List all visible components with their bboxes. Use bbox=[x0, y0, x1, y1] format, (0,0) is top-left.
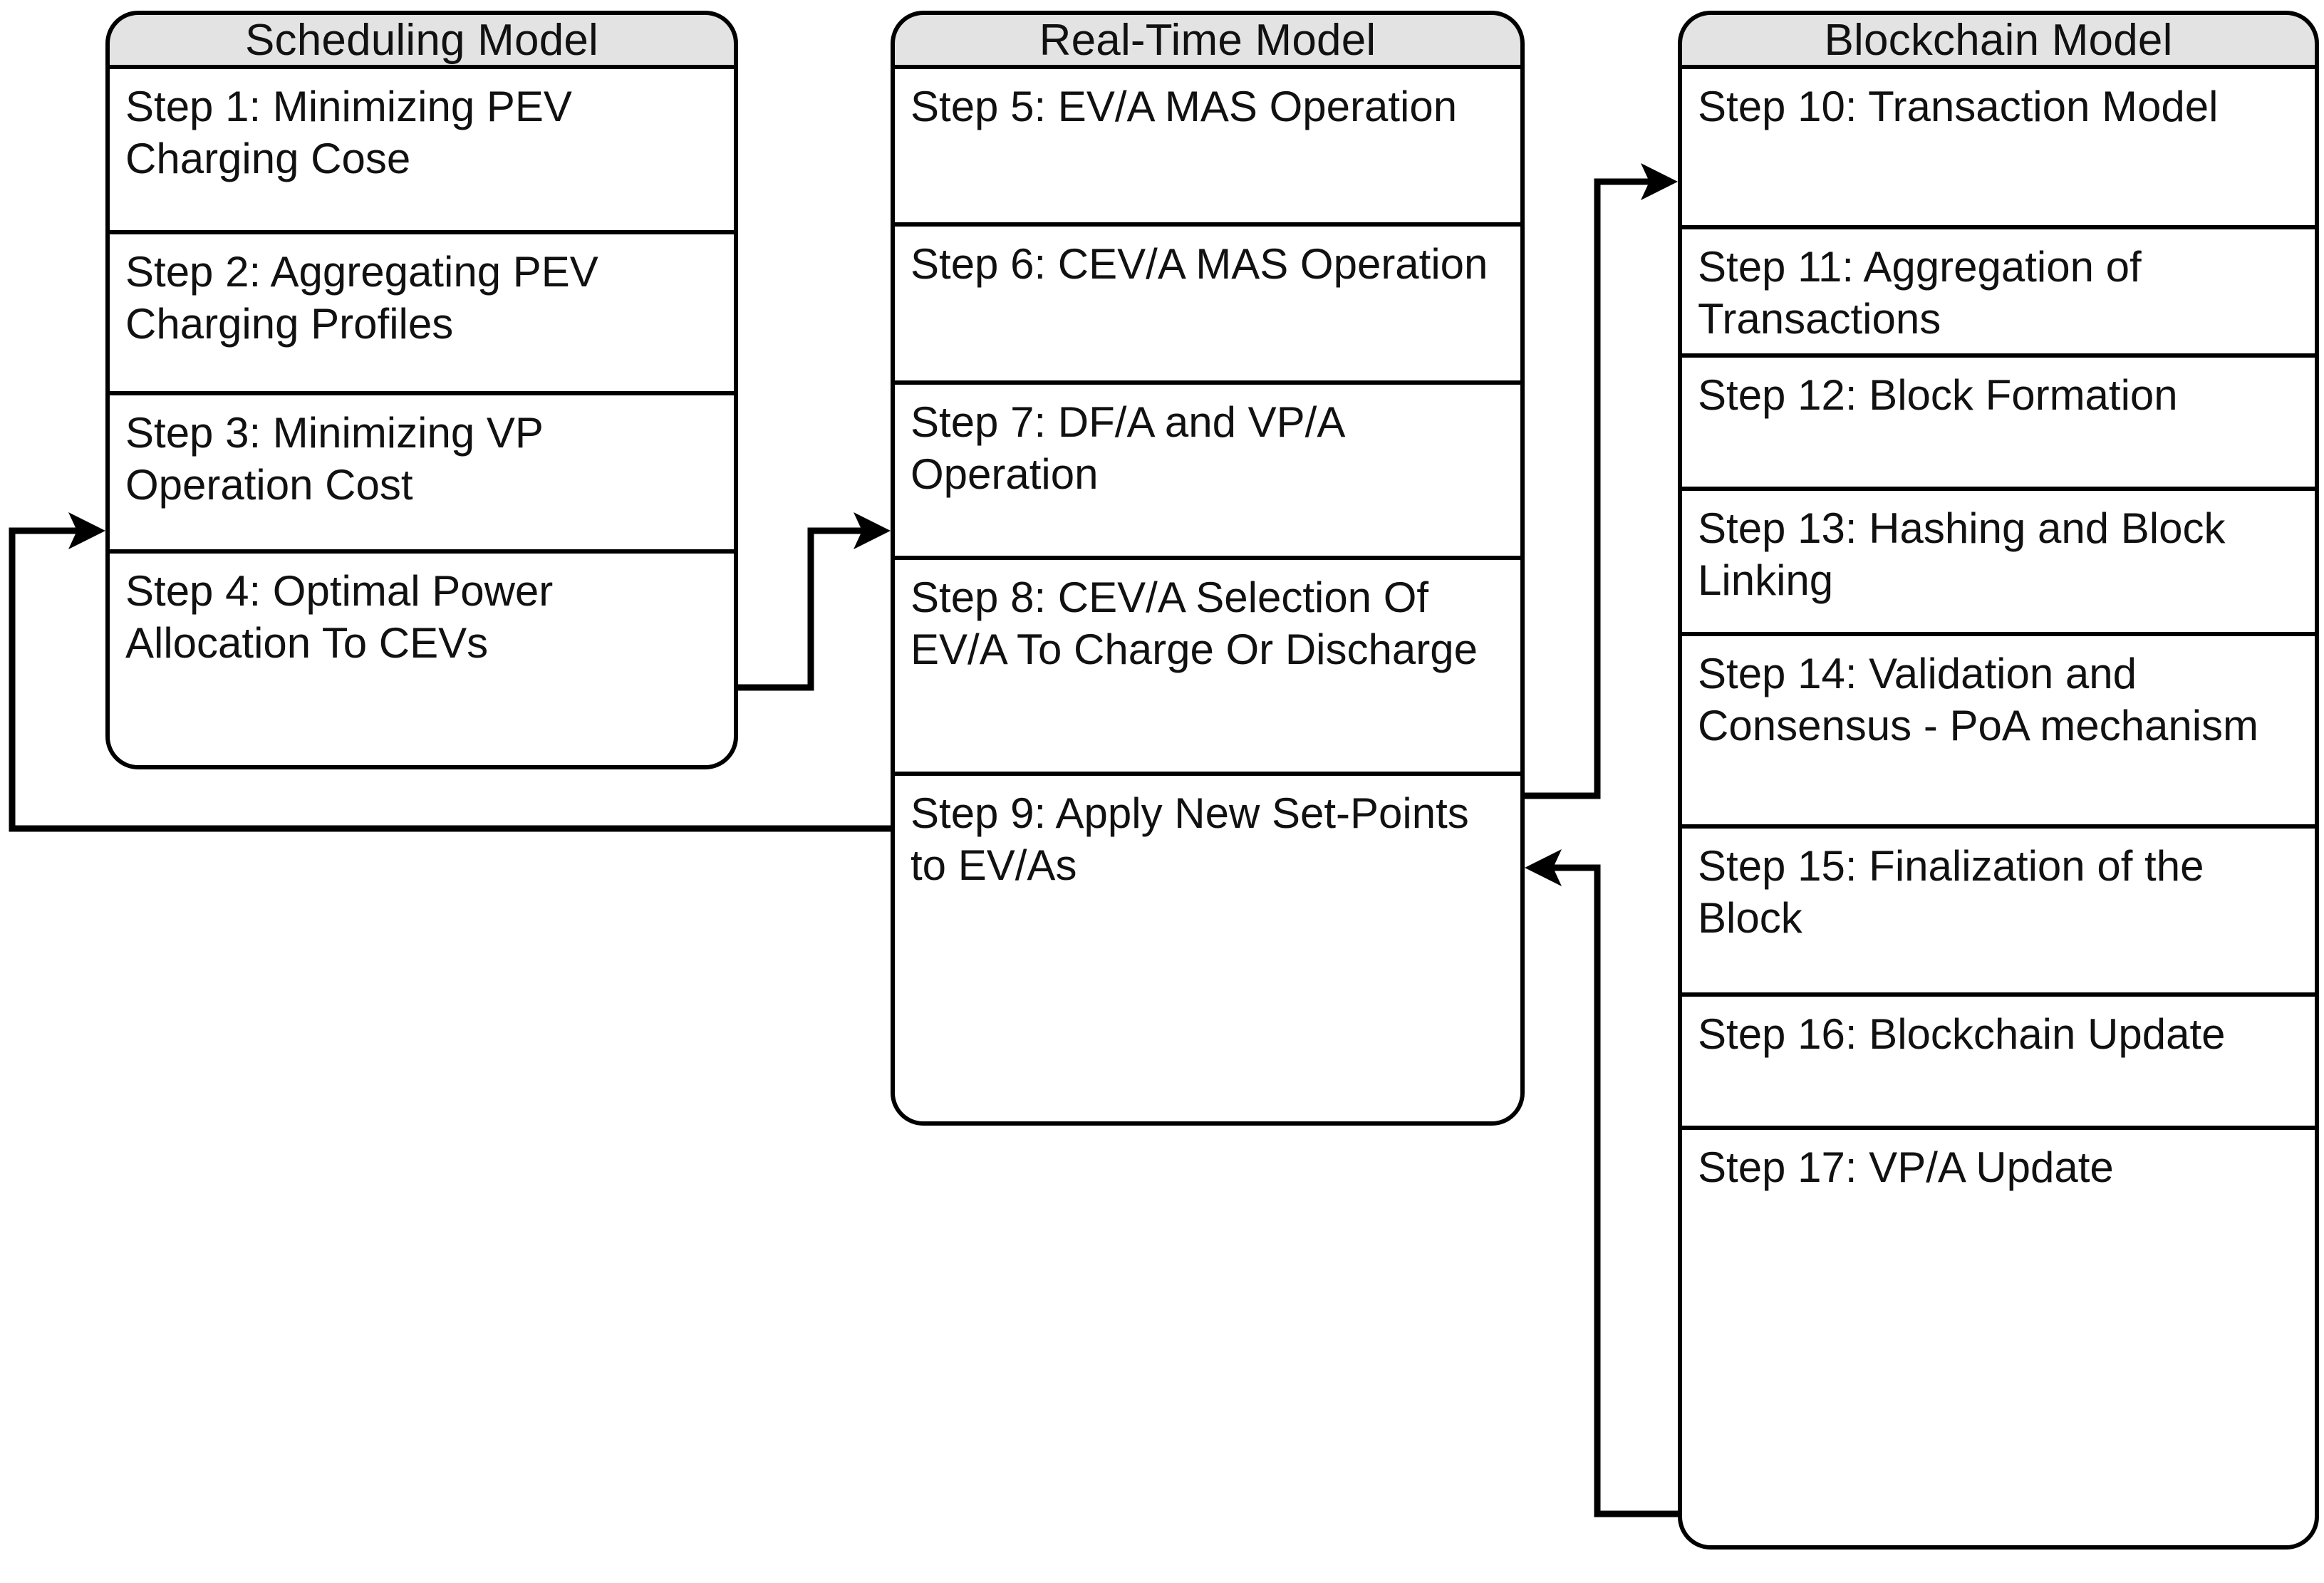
column-header-blockchain-model: Blockchain Model bbox=[1678, 11, 2319, 69]
step-label: Step 4: Optimal Power Allocation To CEVs bbox=[125, 567, 554, 668]
step-item[interactable]: Step 17: VP/A Update bbox=[1682, 1130, 2315, 1545]
step-label: Step 11: Aggregation of Transactions bbox=[1698, 243, 2142, 343]
step-item[interactable]: Step 7: DF/A and VP/A Operation bbox=[895, 385, 1520, 560]
step-item[interactable]: Step 12: Block Formation bbox=[1682, 358, 2315, 491]
step-label: Step 6: CEV/A MAS Operation bbox=[911, 240, 1488, 288]
step-item[interactable]: Step 9: Apply New Set-Points to EV/As bbox=[895, 776, 1520, 1121]
step-item[interactable]: Step 15: Finalization of the Block bbox=[1682, 829, 2315, 997]
step-item[interactable]: Step 8: CEV/A Selection Of EV/A To Charg… bbox=[895, 560, 1520, 776]
step-label: Step 3: Minimizing VP Operation Cost bbox=[125, 409, 543, 509]
step-label: Step 14: Validation and Consensus - PoA … bbox=[1698, 650, 2259, 750]
column-body-scheduling-model: Step 1: Minimizing PEV Charging Cose Ste… bbox=[105, 69, 738, 769]
column-title-text: Blockchain Model bbox=[1824, 15, 2173, 65]
arrowhead-into-step3 bbox=[68, 512, 105, 549]
step-item[interactable]: Step 13: Hashing and Block Linking bbox=[1682, 491, 2315, 636]
step-label: Step 9: Apply New Set-Points to EV/As bbox=[911, 789, 1469, 890]
column-header-scheduling-model: Scheduling Model bbox=[105, 11, 738, 69]
step-item[interactable]: Step 14: Validation and Consensus - PoA … bbox=[1682, 636, 2315, 829]
step-item[interactable]: Step 6: CEV/A MAS Operation bbox=[895, 227, 1520, 385]
column-blockchain-model: Blockchain Model Step 10: Transaction Mo… bbox=[1678, 11, 2319, 1550]
step-item[interactable]: Step 10: Transaction Model bbox=[1682, 69, 2315, 229]
step-label: Step 17: VP/A Update bbox=[1698, 1143, 2114, 1191]
step-label: Step 5: EV/A MAS Operation bbox=[911, 83, 1458, 130]
step-item[interactable]: Step 11: Aggregation of Transactions bbox=[1682, 229, 2315, 358]
step-item[interactable]: Step 5: EV/A MAS Operation bbox=[895, 69, 1520, 227]
column-scheduling-model: Scheduling Model Step 1: Minimizing PEV … bbox=[105, 11, 738, 769]
connector-blockchain-to-step8 bbox=[1525, 849, 1678, 1517]
column-body-real-time-model: Step 5: EV/A MAS Operation Step 6: CEV/A… bbox=[891, 69, 1525, 1126]
step-label: Step 12: Block Formation bbox=[1698, 371, 2178, 419]
step-label: Step 2: Aggregating PEV Charging Profile… bbox=[125, 248, 598, 348]
connector-step8-to-step10 bbox=[1525, 163, 1678, 799]
step-label: Step 8: CEV/A Selection Of EV/A To Charg… bbox=[911, 573, 1478, 674]
column-real-time-model: Real-Time Model Step 5: EV/A MAS Operati… bbox=[891, 11, 1525, 1126]
column-body-blockchain-model: Step 10: Transaction Model Step 11: Aggr… bbox=[1678, 69, 2319, 1550]
step-item[interactable]: Step 4: Optimal Power Allocation To CEVs bbox=[110, 554, 734, 765]
connector-step4-to-step7 bbox=[737, 512, 891, 691]
step-item[interactable]: Step 1: Minimizing PEV Charging Cose bbox=[110, 69, 734, 234]
column-title-text: Scheduling Model bbox=[244, 15, 599, 65]
step-label: Step 13: Hashing and Block Linking bbox=[1698, 504, 2226, 605]
step-label: Step 10: Transaction Model bbox=[1698, 83, 2219, 130]
step-item[interactable]: Step 16: Blockchain Update bbox=[1682, 997, 2315, 1130]
column-title-text: Real-Time Model bbox=[1039, 15, 1376, 65]
step-item[interactable]: Step 2: Aggregating PEV Charging Profile… bbox=[110, 234, 734, 395]
step-label: Step 1: Minimizing PEV Charging Cose bbox=[125, 83, 572, 183]
arrowhead-into-step7 bbox=[854, 512, 891, 549]
step-item[interactable]: Step 3: Minimizing VP Operation Cost bbox=[110, 395, 734, 554]
arrowhead-into-step8 bbox=[1525, 849, 1562, 886]
step-label: Step 7: DF/A and VP/A Operation bbox=[911, 398, 1344, 499]
step-label: Step 16: Blockchain Update bbox=[1698, 1010, 2226, 1058]
arrowhead-into-step10 bbox=[1641, 163, 1678, 200]
step-label: Step 15: Finalization of the Block bbox=[1698, 842, 2204, 943]
column-header-real-time-model: Real-Time Model bbox=[891, 11, 1525, 69]
